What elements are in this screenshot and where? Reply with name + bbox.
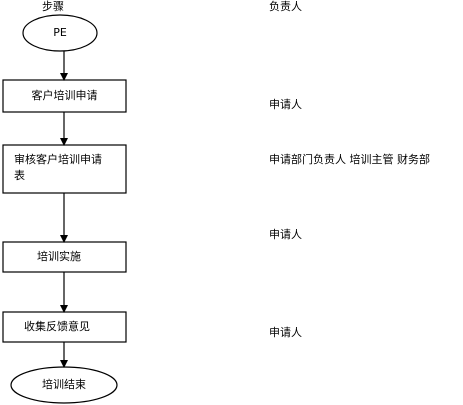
responsible-feedback: 申请人 xyxy=(269,326,302,339)
review-label-line-2: 表 xyxy=(14,169,25,182)
responsible-header: 负责人 xyxy=(269,0,302,13)
start-terminal xyxy=(22,14,98,52)
start-label: PE xyxy=(53,26,67,39)
process-box-apply xyxy=(2,79,127,113)
implement-label: 培训实施 xyxy=(37,250,81,263)
feedback-label: 收集反馈意见 xyxy=(24,320,90,333)
review-label-line-1: 审核客户培训申请 xyxy=(14,153,102,166)
responsible-implement: 申请人 xyxy=(269,228,302,241)
apply-label: 客户培训申请 xyxy=(31,89,98,102)
responsible-review: 申请部门负责人 培训主管 财务部 xyxy=(269,153,430,166)
responsible-apply: 申请人 xyxy=(269,98,302,111)
end-label: 培训结束 xyxy=(42,378,86,391)
steps-header: 步骤 xyxy=(42,0,64,13)
process-box-implement xyxy=(2,241,127,273)
